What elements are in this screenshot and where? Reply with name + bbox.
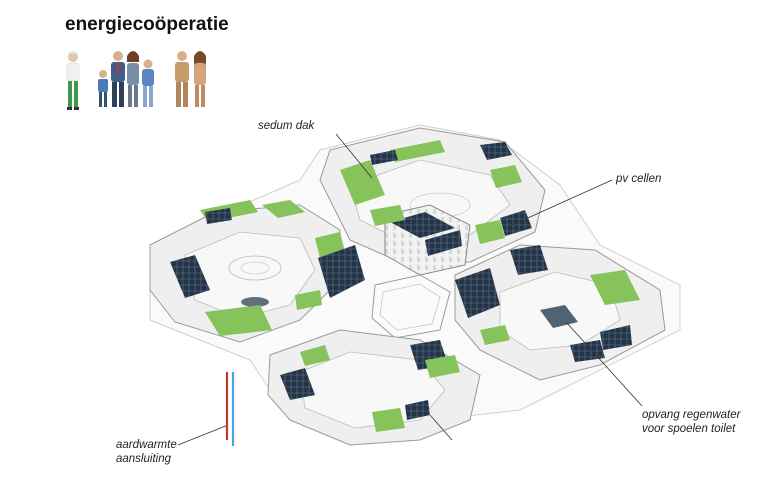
green-roof	[262, 200, 305, 218]
person-child	[98, 70, 108, 107]
person-teen	[142, 59, 154, 107]
person-elderly	[66, 51, 80, 110]
label-aardwarmte-line1: aardwarmte	[116, 439, 177, 451]
label-sedum-dak: sedum dak	[258, 120, 315, 132]
green-roof	[340, 160, 385, 205]
solar-panel	[510, 245, 548, 275]
solar-panel	[370, 150, 398, 165]
green-roof	[490, 165, 522, 188]
green-roof	[205, 305, 272, 336]
central-plaza	[371, 274, 451, 339]
person-man	[111, 51, 125, 107]
solar-panel	[390, 212, 455, 238]
person-young-man	[175, 51, 189, 107]
green-roof	[480, 325, 510, 345]
green-roof	[295, 290, 322, 310]
solar-panel	[425, 230, 462, 256]
label-aardwarmte: aardwarmte aansluiting	[116, 438, 216, 466]
leader-line-opvang	[565, 321, 643, 407]
leader-line-pv	[509, 179, 613, 227]
cluster-bottom	[267, 329, 481, 446]
label-opvang-line1: opvang regenwater	[642, 409, 741, 421]
green-roof	[372, 408, 405, 432]
solar-panel	[318, 245, 365, 298]
people-group-icon	[66, 51, 206, 110]
solar-panel	[280, 368, 315, 400]
pond	[241, 297, 269, 307]
green-roof	[590, 270, 640, 305]
label-aardwarmte-line2: aansluiting	[116, 453, 171, 465]
green-roof	[390, 140, 445, 162]
solar-panel	[170, 255, 210, 298]
green-roof	[300, 345, 330, 366]
label-pv-cellen: pv cellen	[616, 173, 662, 185]
label-opvang-regenwater: opvang regenwater voor spoelen toilet	[642, 408, 762, 436]
solar-panel	[205, 208, 232, 224]
green-roof	[370, 205, 405, 226]
solar-panel	[405, 400, 430, 420]
green-roof	[425, 355, 460, 378]
green-roof	[475, 220, 505, 244]
leader-line-bottom	[429, 414, 453, 441]
person-young-woman	[194, 51, 206, 107]
cluster-left	[149, 200, 365, 343]
diagram-title: energiecoöperatie	[65, 14, 229, 35]
label-opvang-line2: voor spoelen toilet	[642, 423, 736, 435]
cluster-right	[454, 244, 666, 381]
solar-panel	[600, 325, 632, 350]
person-woman	[127, 51, 139, 107]
rainwater-basin	[540, 305, 578, 328]
solar-panel	[570, 340, 605, 362]
solar-panel	[480, 142, 512, 160]
solar-panel	[455, 268, 500, 318]
leader-line-sedum	[335, 133, 373, 179]
cluster-top	[319, 127, 546, 276]
leader-line-aardwarmte	[177, 424, 229, 446]
